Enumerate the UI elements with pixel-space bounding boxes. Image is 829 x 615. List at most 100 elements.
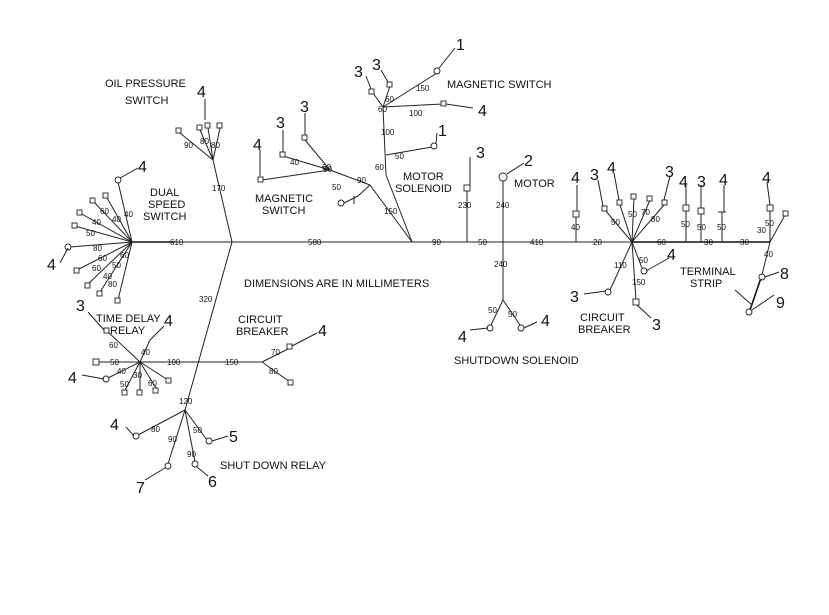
- label-magnetic-switch-left-2: SWITCH: [262, 205, 305, 217]
- svg-text:150: 150: [416, 84, 430, 93]
- svg-text:50: 50: [697, 223, 706, 232]
- svg-text:3: 3: [76, 298, 85, 315]
- svg-text:70: 70: [271, 348, 280, 357]
- svg-text:50: 50: [120, 380, 129, 389]
- svg-text:1: 1: [438, 123, 447, 140]
- connector-icon: [136, 389, 143, 396]
- label-circuit-breaker-right-2: BREAKER: [578, 324, 631, 336]
- svg-text:50: 50: [112, 261, 121, 270]
- terminal-strip-branch: [734, 241, 771, 316]
- magnetic-switch-left-branch: 90 40 60 50 90 150: [257, 134, 413, 243]
- label-circuit-breaker-right-1: CIRCUIT: [580, 312, 625, 324]
- svg-text:4: 4: [164, 313, 173, 330]
- svg-text:50: 50: [717, 223, 726, 232]
- dim-30b: 30: [740, 238, 749, 247]
- connector-icon: [682, 204, 690, 212]
- label-shutdown-solenoid: SHUTDOWN SOLENOID: [454, 355, 579, 367]
- label-magnetic-switch-top: MAGNETIC SWITCH: [447, 79, 552, 91]
- svg-text:60: 60: [100, 207, 109, 216]
- svg-text:50: 50: [86, 229, 95, 238]
- svg-text:150: 150: [632, 278, 646, 287]
- svg-text:100: 100: [409, 109, 423, 118]
- svg-text:50: 50: [765, 219, 774, 228]
- svg-text:90: 90: [187, 450, 196, 459]
- connector-icon: [498, 172, 508, 182]
- circuit-breaker-right-branch: 110 50 150: [604, 241, 648, 306]
- connector-icon: [630, 193, 637, 200]
- svg-text:4: 4: [762, 170, 771, 187]
- svg-text:60: 60: [375, 163, 384, 172]
- svg-text:80: 80: [108, 280, 117, 289]
- svg-text:150: 150: [225, 358, 239, 367]
- svg-text:4: 4: [138, 159, 147, 176]
- dim-60: 60: [657, 238, 666, 247]
- svg-text:4: 4: [110, 417, 119, 434]
- svg-text:50: 50: [332, 183, 341, 192]
- label-oil-pressure-switch-1: OIL PRESSURE: [105, 78, 186, 90]
- svg-text:40: 40: [103, 272, 112, 281]
- svg-text:320: 320: [199, 295, 213, 304]
- svg-text:60: 60: [109, 341, 118, 350]
- connector-icon: [386, 81, 393, 88]
- svg-text:40: 40: [571, 223, 580, 232]
- svg-text:60: 60: [385, 95, 394, 104]
- svg-text:40: 40: [112, 215, 121, 224]
- svg-text:50: 50: [639, 256, 648, 265]
- svg-text:40: 40: [124, 210, 133, 219]
- connector-icon: [430, 142, 438, 150]
- label-time-delay-2: RELAY: [110, 325, 146, 337]
- connector-icon: [433, 67, 441, 75]
- connector-icon: [175, 127, 182, 134]
- svg-text:50: 50: [193, 426, 202, 435]
- svg-text:230: 230: [458, 201, 472, 210]
- label-terminal-strip-2: STRIP: [690, 278, 722, 290]
- connector-icon: [632, 298, 640, 306]
- connector-icon: [661, 199, 668, 206]
- svg-text:40: 40: [141, 348, 150, 357]
- connector-icon: [103, 327, 110, 334]
- dim-410: 410: [530, 238, 544, 247]
- dim-90: 90: [432, 238, 441, 247]
- connector-icon: [114, 297, 121, 304]
- connector-icon: [337, 199, 345, 207]
- dim-580: 580: [308, 238, 322, 247]
- svg-text:60: 60: [378, 105, 387, 114]
- svg-text:100: 100: [167, 358, 181, 367]
- motor-branch: 240: [496, 172, 510, 242]
- svg-text:40: 40: [764, 250, 773, 259]
- svg-text:3: 3: [652, 317, 661, 334]
- svg-text:5: 5: [229, 429, 238, 446]
- connector-icon: [152, 387, 159, 394]
- connector-icon: [301, 134, 308, 141]
- connector-icon: [96, 290, 103, 297]
- label-dual-speed-1: DUAL: [150, 187, 179, 199]
- svg-text:50: 50: [508, 310, 517, 319]
- svg-text:3: 3: [590, 167, 599, 184]
- connector-icon: [286, 343, 293, 350]
- component-labels: OIL PRESSURE SWITCH DUAL SPEED SWITCH MA…: [96, 78, 736, 472]
- svg-text:60: 60: [120, 251, 129, 260]
- svg-text:4: 4: [719, 172, 728, 189]
- dim-610: 610: [170, 238, 184, 247]
- svg-text:2: 2: [524, 153, 533, 170]
- connector-icon: [279, 151, 286, 158]
- label-circuit-breaker-left-1: CIRCUIT: [238, 314, 283, 326]
- svg-text:40: 40: [290, 158, 299, 167]
- svg-text:9: 9: [776, 295, 785, 312]
- svg-text:4: 4: [679, 174, 688, 191]
- label-magnetic-switch-left-1: MAGNETIC: [255, 193, 313, 205]
- label-motor: MOTOR: [514, 178, 555, 190]
- svg-text:4: 4: [667, 247, 676, 264]
- svg-text:240: 240: [496, 201, 510, 210]
- svg-text:80: 80: [651, 215, 660, 224]
- svg-text:110: 110: [614, 261, 627, 270]
- svg-text:8: 8: [780, 266, 789, 283]
- svg-text:80: 80: [269, 367, 278, 376]
- svg-text:240: 240: [494, 260, 508, 269]
- label-dimensions-note: DIMENSIONS ARE IN MILLIMETERS: [244, 278, 429, 290]
- svg-text:4: 4: [541, 313, 550, 330]
- connector-icon: [572, 210, 580, 218]
- svg-text:50: 50: [488, 306, 497, 315]
- connector-icon: [204, 122, 211, 129]
